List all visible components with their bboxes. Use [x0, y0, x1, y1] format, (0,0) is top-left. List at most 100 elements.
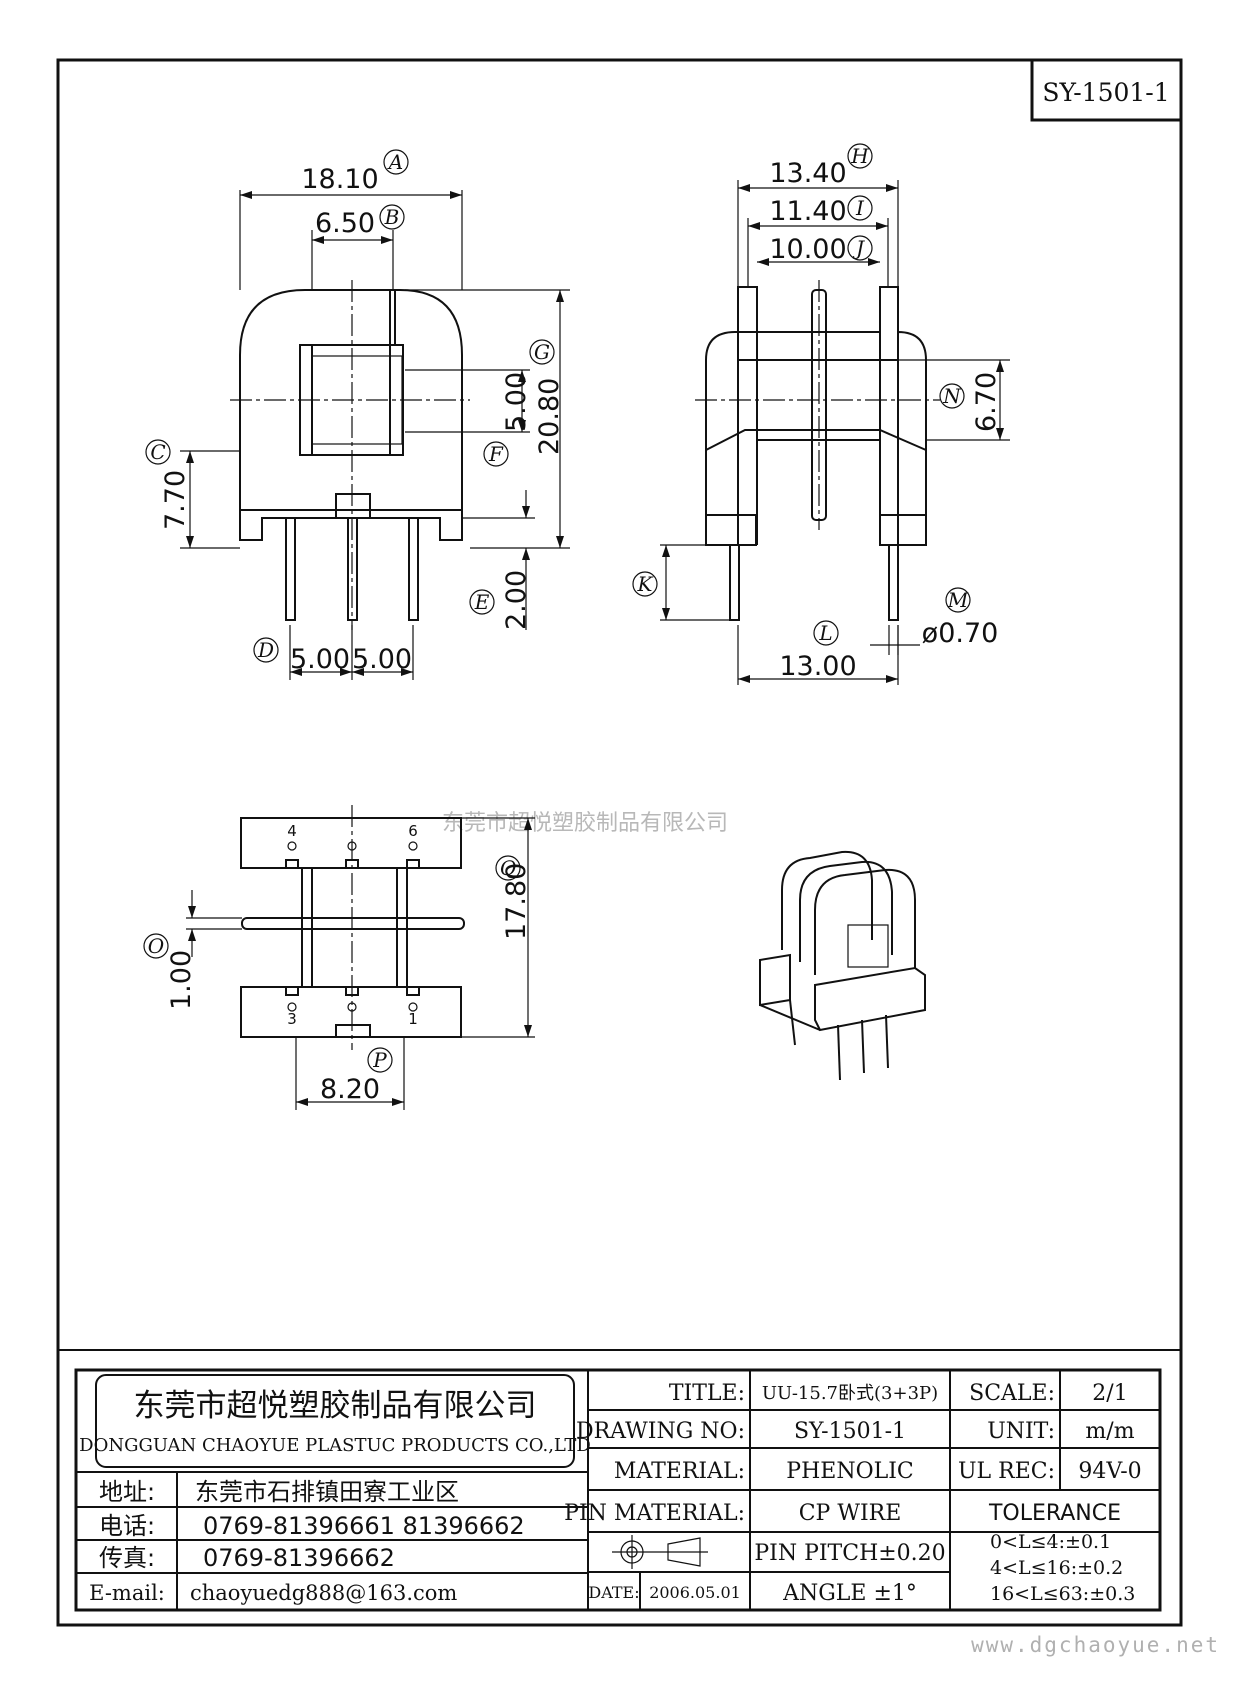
address-label: 地址:	[99, 1478, 155, 1506]
pin-material-label: PIN MATERIAL:	[564, 1501, 745, 1526]
side-pin-left	[729, 544, 740, 621]
unit-value: m/m	[1085, 1419, 1134, 1444]
dim-p-value: 8.20	[320, 1074, 380, 1105]
svg-text:O: O	[148, 934, 164, 958]
side-pin-right	[888, 544, 899, 621]
dim-e-value: 2.00	[501, 570, 532, 630]
dim-h-value: 13.40	[769, 158, 846, 189]
svg-text:I: I	[855, 196, 865, 220]
dim-m-value: ø0.70	[922, 618, 999, 649]
pin-number-1: 1	[408, 1010, 418, 1028]
front-pin-left	[285, 517, 296, 621]
svg-text:E: E	[474, 590, 490, 614]
pin-number-3: 3	[287, 1010, 297, 1028]
title-label: TITLE:	[669, 1381, 745, 1406]
email-value: chaoyuedg888@163.com	[190, 1581, 457, 1605]
drawing-no-label: DRAWING NO:	[576, 1419, 745, 1444]
front-view: 18.10 6.50 20.80 5.00 7.70 2.00	[160, 164, 570, 680]
balloon-c: C	[145, 439, 171, 465]
dim-a-value: 18.10	[301, 164, 378, 195]
balloon-m: M	[945, 587, 971, 613]
date-label: DATE:	[588, 1583, 639, 1602]
unit-label: UNIT:	[987, 1419, 1055, 1444]
date-value: 2006.05.01	[649, 1583, 741, 1602]
company-name-cn: 东莞市超悦塑胶制品有限公司	[134, 1388, 537, 1424]
ul-label: UL REC:	[958, 1459, 1055, 1484]
svg-text:Q: Q	[500, 856, 516, 880]
dim-g-value: 20.80	[534, 378, 565, 455]
balloon-f: F	[483, 441, 509, 467]
svg-text:P: P	[372, 1048, 387, 1072]
company-box	[95, 1374, 575, 1468]
ul-value: 94V-0	[1078, 1459, 1141, 1484]
front-pin-right	[408, 517, 419, 621]
tolerance-line-3: 16<L≤63:±0.3	[990, 1583, 1135, 1605]
angle-value: ANGLE ±1°	[782, 1581, 917, 1606]
side-left-arm	[705, 331, 739, 546]
balloon-n: N	[939, 383, 965, 409]
balloon-a: A	[383, 149, 409, 175]
dim-b-value: 6.50	[315, 208, 375, 239]
dim-q-value: 17.80	[501, 863, 532, 940]
balloon-i: I	[847, 195, 873, 221]
isometric-view	[759, 850, 926, 1081]
svg-text:F: F	[488, 442, 504, 466]
phone-label: 电话:	[99, 1512, 155, 1540]
front-center-bump	[335, 493, 371, 519]
balloon-b: B	[379, 204, 405, 230]
company-name-en: DONGGUAN CHAOYUE PLASTUC PRODUCTS CO.,LT…	[79, 1435, 591, 1456]
scale-label: SCALE:	[969, 1381, 1055, 1406]
balloon-e: E	[469, 589, 495, 615]
website-watermark: www.dgchaoyue.net	[971, 1633, 1220, 1657]
pin-material-value: CP WIRE	[799, 1501, 902, 1526]
svg-text:H: H	[850, 144, 869, 168]
fax-label: 传真:	[99, 1544, 155, 1572]
drawing-no-value: SY-1501-1	[794, 1419, 906, 1444]
drawing-number-box	[1030, 58, 1183, 122]
balloon-k: K	[632, 571, 658, 597]
balloon-g: G	[529, 339, 555, 365]
dim-j-value: 10.00	[769, 234, 846, 265]
drawing-number-label: SY-1501-1	[1042, 78, 1169, 107]
dim-n-value: 6.70	[971, 372, 1002, 432]
bottom-center-bar	[241, 917, 465, 930]
side-right-arm	[897, 330, 927, 546]
email-label: E-mail:	[89, 1581, 165, 1605]
bottom-view: 4 6 3 1 17.80 1.00 8.20	[166, 805, 535, 1110]
svg-text:L: L	[818, 621, 832, 645]
dim-i-value: 11.40	[769, 196, 846, 227]
svg-text:G: G	[534, 340, 550, 364]
dim-c-value: 7.70	[160, 470, 191, 530]
projection-symbol-icon	[612, 1535, 708, 1569]
svg-text:J: J	[852, 236, 865, 260]
svg-text:K: K	[637, 572, 654, 596]
balloon-j: J	[847, 235, 873, 261]
pin-number-6: 6	[408, 822, 418, 840]
scale-value: 2/1	[1092, 1381, 1127, 1406]
sheet-border	[56, 58, 1183, 1627]
balloon-q: Q	[495, 855, 521, 881]
balloon-o: O	[143, 933, 169, 959]
balloon-h: H	[847, 143, 873, 169]
dim-d2-value: 5.00	[352, 644, 412, 675]
svg-text:C: C	[150, 440, 165, 464]
tolerance-label: TOLERANCE	[988, 1501, 1121, 1526]
tolerance-line-2: 4<L≤16:±0.2	[990, 1557, 1123, 1579]
svg-text:N: N	[942, 384, 962, 408]
balloon-d: D	[253, 637, 279, 663]
title-value: UU-15.7卧式(3+3P)	[762, 1383, 938, 1404]
material-label: MATERIAL:	[614, 1459, 745, 1484]
balloon-p: P	[367, 1047, 393, 1073]
pin-number-4: 4	[287, 822, 297, 840]
phone-value: 0769-81396661 81396662	[203, 1512, 525, 1540]
svg-text:A: A	[387, 150, 403, 174]
side-view: 13.40 11.40 10.00 6.70 13.00 ø0.70	[660, 158, 1010, 685]
svg-text:D: D	[257, 638, 274, 662]
title-block: 东莞市超悦塑胶制品有限公司 DONGGUAN CHAOYUE PLASTUC P…	[58, 1349, 1181, 1612]
dim-o-value: 1.00	[166, 950, 197, 1010]
fax-value: 0769-81396662	[203, 1544, 395, 1572]
dim-f-value: 5.00	[501, 372, 532, 432]
dim-l-value: 13.00	[779, 651, 856, 682]
balloon-l: L	[813, 620, 839, 646]
